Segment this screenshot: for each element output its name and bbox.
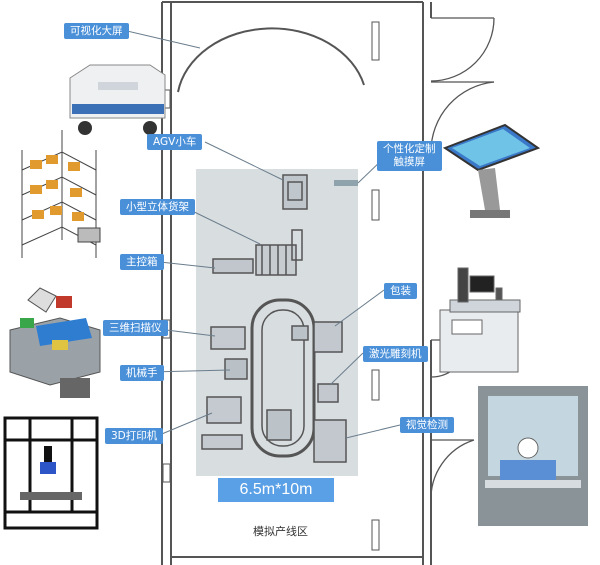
label-control-box: 主控箱 — [120, 254, 164, 270]
label-laser: 激光雕刻机 — [363, 346, 428, 362]
touch-kiosk-image — [442, 123, 541, 218]
vision-inspection-image — [478, 386, 588, 526]
touch-screen-marker — [334, 180, 358, 186]
label-touch-screen: 个性化定制 触摸屏 — [377, 141, 442, 171]
screen-arc — [177, 27, 365, 93]
label-big-screen: 可视化大屏 — [64, 23, 129, 39]
floor-equipment — [201, 174, 347, 463]
label-packaging: 包装 — [384, 283, 417, 299]
dimension-label: 6.5m*10m — [218, 478, 334, 502]
label-robot-arm: 机械手 — [120, 365, 164, 381]
agv-robot-image — [69, 64, 166, 135]
laser-engraver-image — [439, 267, 521, 373]
area-caption: 模拟产线区 — [253, 525, 308, 538]
label-touch-screen-line1: 个性化定制 — [383, 143, 436, 155]
label-3d-printer: 3D打印机 — [105, 428, 164, 444]
leader-lines — [126, 30, 401, 439]
printer-3d-image — [3, 416, 99, 530]
label-scanner: 三维扫描仪 — [103, 320, 168, 336]
label-touch-screen-line2: 触摸屏 — [393, 156, 426, 168]
label-shelf: 小型立体货架 — [120, 199, 195, 215]
label-vision: 视觉检测 — [400, 417, 454, 433]
label-agv: AGV小车 — [147, 134, 203, 150]
scanner-image — [9, 287, 101, 398]
storage-shelf-image — [21, 130, 101, 258]
